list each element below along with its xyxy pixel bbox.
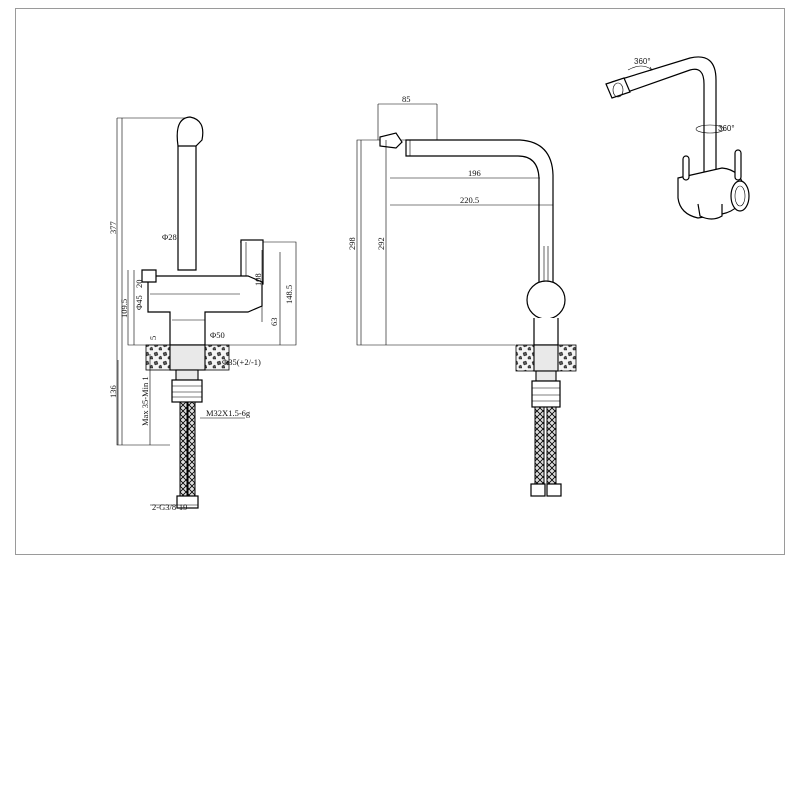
hose-left (534, 406, 545, 488)
dim-deck-thickness: Max 35-Min 1 (140, 376, 150, 426)
dim-hole: Φ35(+2/-1) (222, 357, 261, 367)
hose-left (179, 401, 188, 497)
hose-right (546, 406, 557, 488)
dim-dia28: Φ28 (162, 232, 177, 242)
hose-right (187, 401, 196, 497)
dim-20: 20 (134, 280, 144, 289)
dim-dia45: Φ45 (134, 295, 144, 310)
dim-298: 298 (347, 237, 357, 250)
deck-section-left (515, 344, 535, 372)
spout-head (176, 116, 204, 147)
dim-108: 108 (253, 273, 263, 286)
dim-85: 85 (402, 94, 411, 104)
dim-196: 196 (468, 168, 481, 178)
mount-nut (531, 380, 561, 408)
dim-377: 377 (108, 221, 118, 234)
front-view (356, 103, 577, 497)
dim-148-5: 148.5 (284, 285, 294, 304)
deck-section-left (145, 344, 171, 371)
dim-292: 292 (376, 237, 386, 250)
dim-220-5: 220.5 (460, 195, 479, 205)
iso-view (605, 56, 750, 220)
iso-body-cap (730, 180, 750, 212)
iso-spout (611, 56, 717, 189)
iso-rotation-ring (695, 124, 725, 134)
dim-109-5: 109.5 (119, 299, 129, 318)
rotation-label-body: 360° (718, 124, 735, 133)
dim-dia50: Φ50 (210, 330, 225, 340)
iso-spray-head (605, 77, 631, 99)
spout-curve (405, 139, 554, 286)
body-circle (526, 280, 566, 320)
dim-hose: 2-G3/8-19 (152, 502, 187, 512)
dim-136: 136 (108, 385, 118, 398)
shank (169, 344, 206, 371)
iso-lever-left (682, 155, 690, 181)
dim-thread: M32X1.5-6g (206, 408, 251, 418)
faucet-body (147, 275, 263, 346)
deck-section-right (557, 344, 577, 372)
iso-lever-right (734, 149, 742, 181)
dim-63: 63 (269, 318, 279, 327)
spout-tube (177, 146, 197, 271)
rotation-label-spout: 360° (634, 57, 651, 66)
side-view (116, 116, 297, 509)
spray-head (379, 132, 403, 149)
dim-5: 5 (148, 336, 158, 340)
mount-nut (171, 379, 203, 403)
